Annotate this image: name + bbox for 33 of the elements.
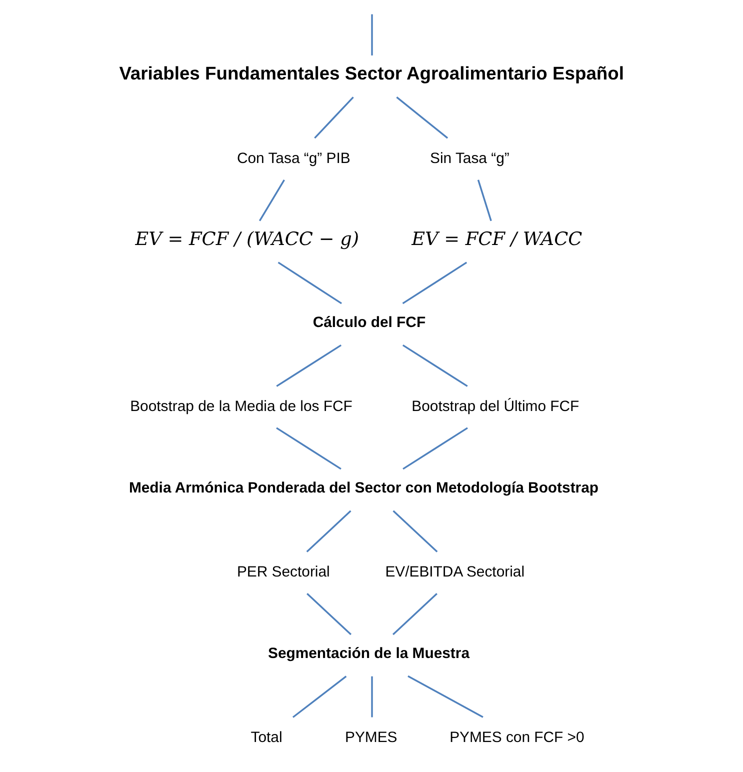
connector xyxy=(306,592,352,636)
connector xyxy=(392,592,437,636)
connector xyxy=(392,510,438,552)
node-text: EV/EBITDA Sectorial xyxy=(384,563,524,580)
node-text: Media Armónica Ponderada del Sector con Metodología Bootstrap xyxy=(128,480,598,497)
connector xyxy=(370,14,372,56)
connector xyxy=(402,427,468,470)
connector xyxy=(276,427,341,470)
connector xyxy=(407,675,483,718)
node-text: Segmentación de la Muestra xyxy=(268,645,470,662)
node-text: Bootstrap del Último FCF xyxy=(411,398,579,416)
connector xyxy=(396,96,448,139)
connector xyxy=(370,676,372,718)
node-text: Con Tasa “g” PIB xyxy=(236,150,350,167)
node-text: Bootstrap de la Media de los FCF xyxy=(130,398,352,416)
connector xyxy=(277,262,342,304)
node-text: PER Sectorial xyxy=(236,563,330,580)
node-text: Variables Fundamentales Sector Agroalimentario Español xyxy=(118,62,624,84)
connector xyxy=(402,344,468,387)
connector xyxy=(306,510,351,552)
connector xyxy=(276,344,342,387)
node-text: EV = FCF / (WACC − g) xyxy=(134,228,359,250)
connector xyxy=(292,676,346,718)
node-text: PYMES xyxy=(344,728,397,746)
node-text: Cálculo del FCF xyxy=(312,314,426,332)
connector xyxy=(314,96,354,139)
node-text: Total xyxy=(250,728,282,746)
connector xyxy=(476,180,492,222)
connector xyxy=(258,179,284,222)
node-text: EV = FCF / WACC xyxy=(411,228,582,250)
connector xyxy=(402,262,467,304)
node-text: Sin Tasa “g” xyxy=(430,150,509,167)
node-text: PYMES con FCF >0 xyxy=(449,728,584,746)
